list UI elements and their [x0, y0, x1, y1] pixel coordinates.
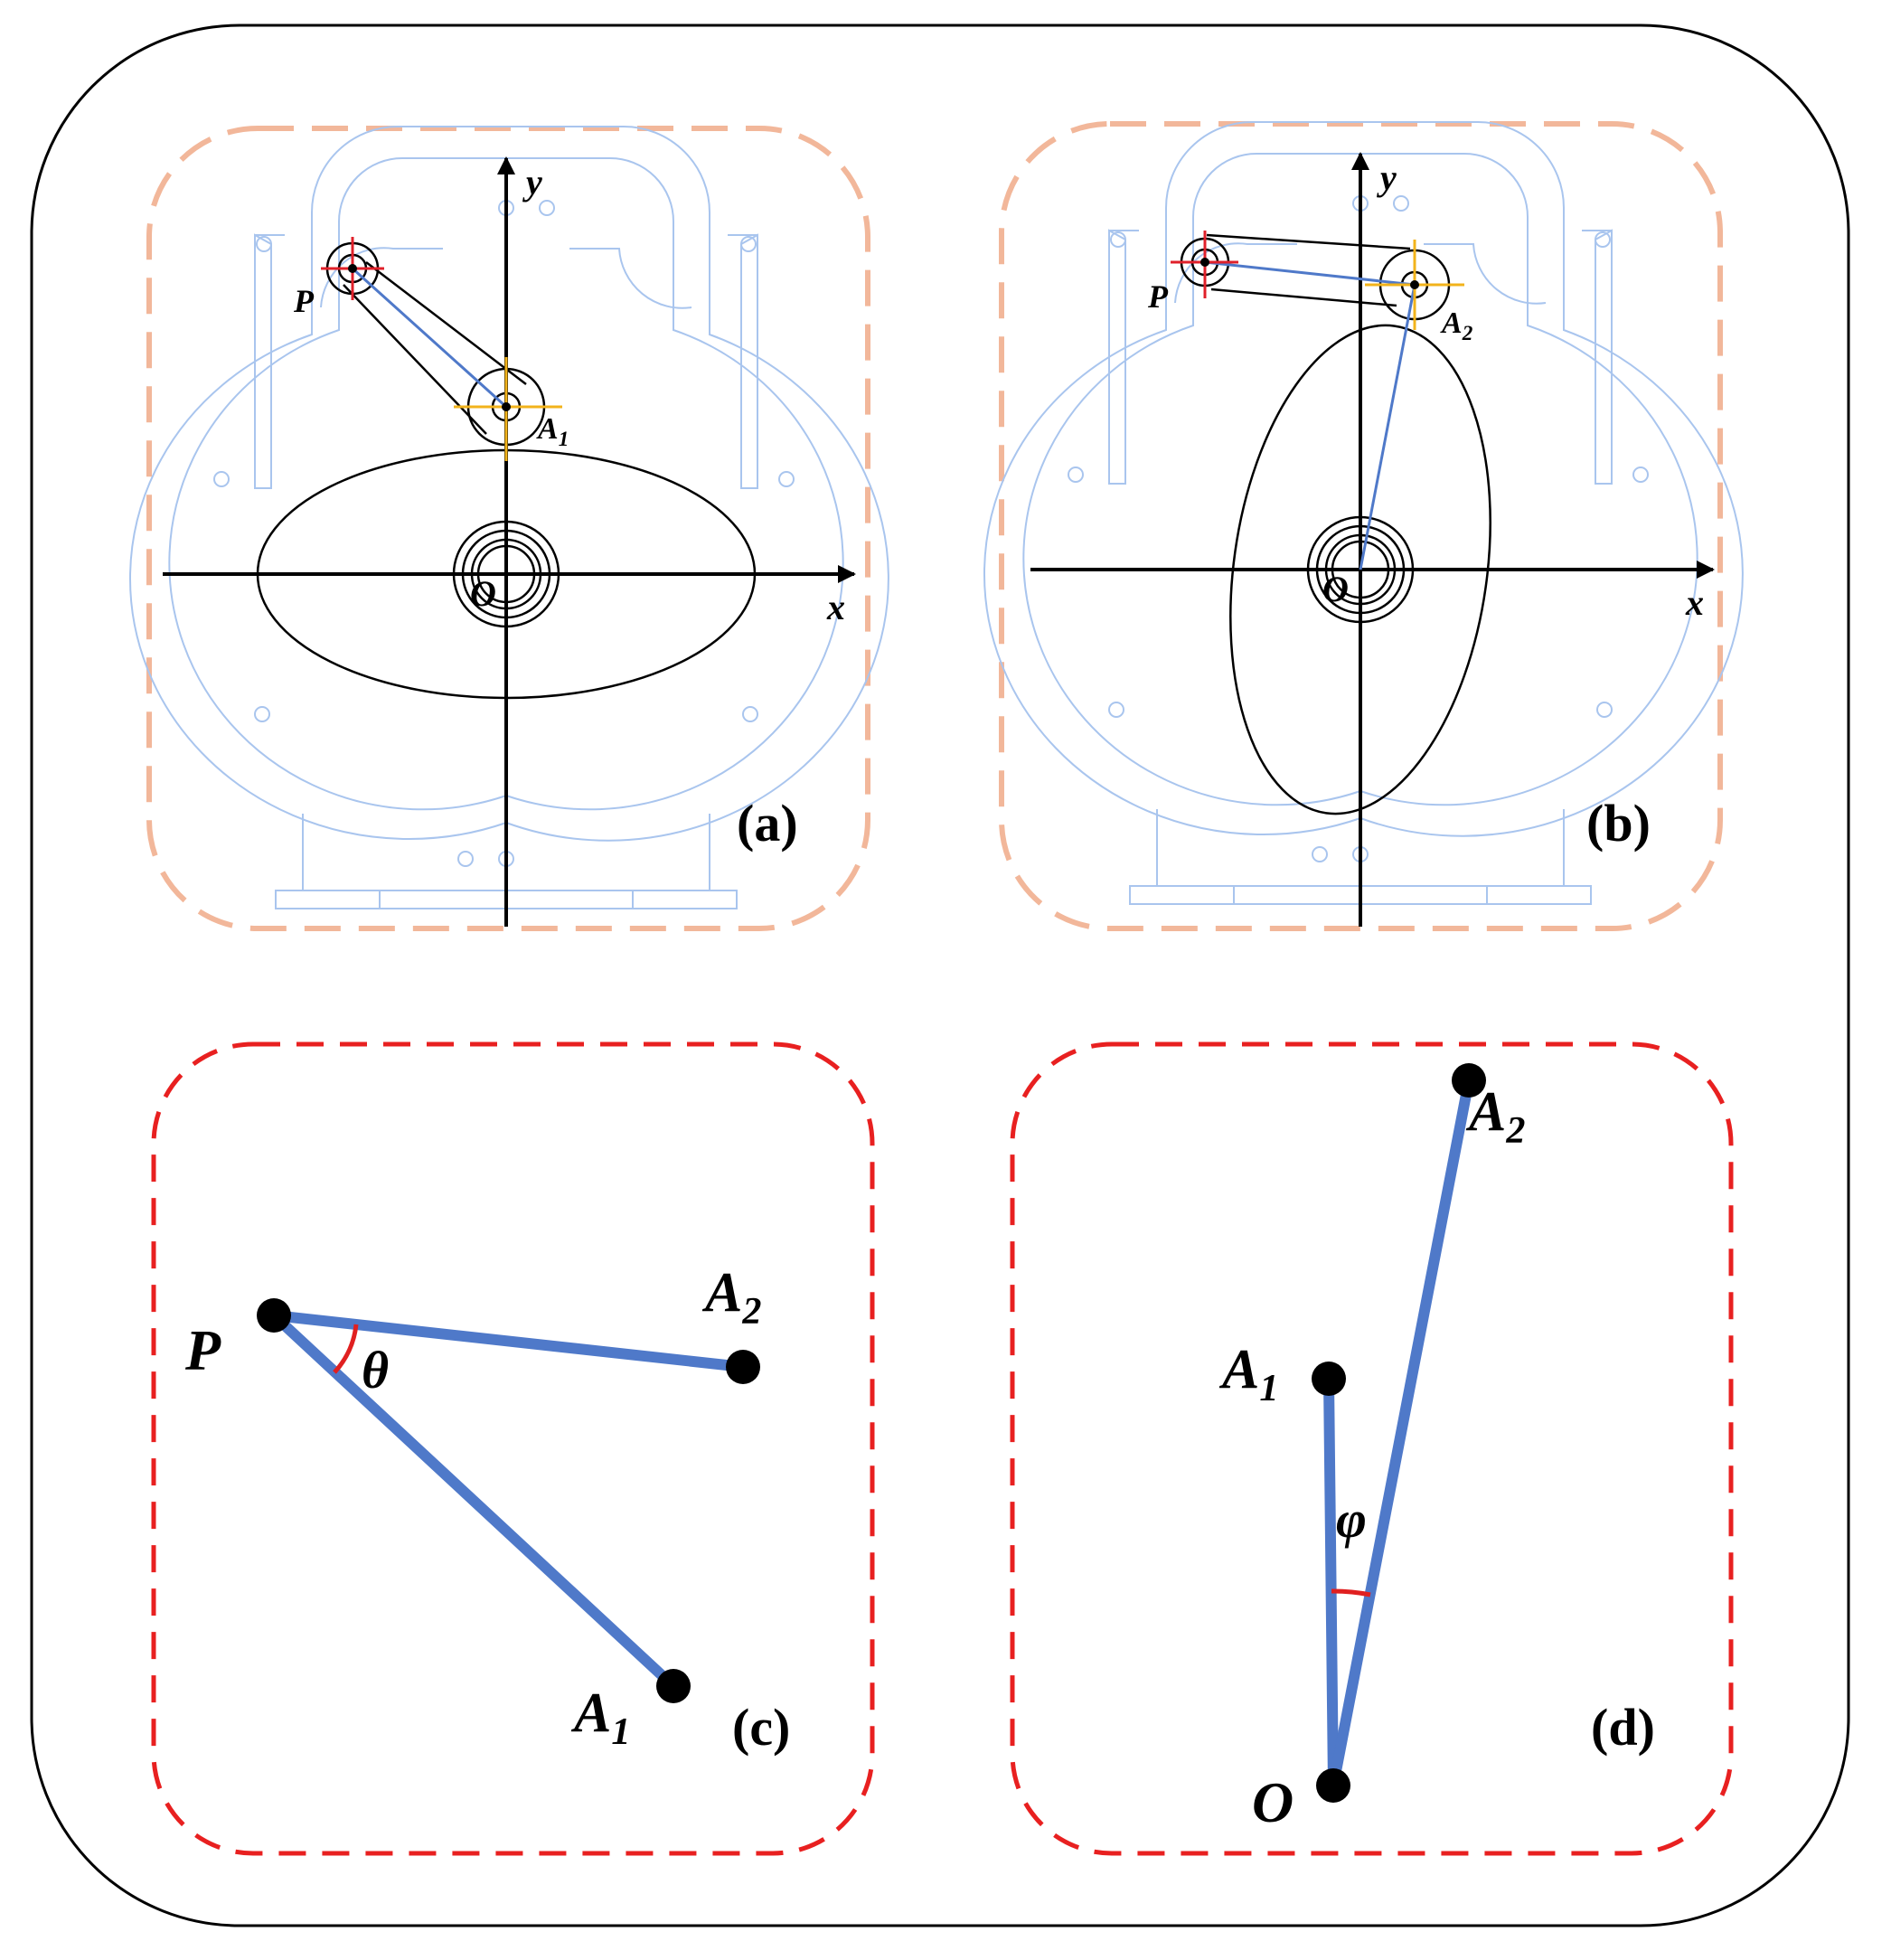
panel-d: φ A1 A2 O (d)	[1010, 1041, 1734, 1856]
panel-tag-d: (d)	[1591, 1698, 1655, 1757]
label-a2: A2	[1465, 1081, 1525, 1152]
label-p: P	[293, 283, 315, 319]
angle-phi-arc	[1331, 1588, 1371, 1597]
label-p: P	[184, 1318, 221, 1382]
label-a1: A1	[536, 412, 569, 451]
point-a2-dot	[1410, 280, 1419, 289]
panel-d-frame	[1010, 1041, 1734, 1856]
point-p	[257, 1298, 291, 1333]
segment-p-a1	[268, 1310, 679, 1691]
angle-theta-arc	[333, 1324, 359, 1374]
point-o	[1316, 1768, 1350, 1803]
housing-outline	[983, 121, 1744, 905]
point-a2	[726, 1350, 760, 1384]
panel-b-frame	[999, 121, 1723, 931]
link-outline-top	[1206, 233, 1411, 250]
label-x-axis: x	[1685, 582, 1704, 623]
segment-o-a2	[1328, 1075, 1474, 1791]
point-a1	[1312, 1362, 1346, 1396]
label-a2: A2	[1440, 306, 1473, 345]
link-outline-bottom	[1210, 287, 1397, 307]
point-p-dot	[1200, 258, 1209, 267]
label-a2: A2	[701, 1262, 761, 1333]
point-a1	[656, 1669, 691, 1703]
point-p-dot	[348, 264, 357, 273]
panel-a: y x P A1 O (a)	[128, 126, 889, 931]
label-a1: A1	[1218, 1339, 1278, 1409]
label-y-axis: y	[1377, 157, 1397, 198]
panel-c: P θ A2 A1 (c)	[151, 1041, 875, 1856]
panel-c-frame	[151, 1041, 875, 1856]
link-outline-bottom	[343, 284, 487, 435]
label-origin: O	[470, 573, 496, 614]
housing-outline	[128, 126, 889, 909]
segment-p-a2	[268, 1310, 748, 1372]
point-a1-dot	[502, 402, 511, 411]
panel-b: y x P A2 O (b)	[983, 121, 1744, 931]
label-a1: A1	[570, 1682, 630, 1753]
link-outline-top	[365, 261, 527, 385]
link-p-a	[1204, 260, 1416, 287]
link-p-a	[351, 267, 508, 409]
segment-o-a1	[1323, 1373, 1339, 1791]
label-y-axis: y	[522, 162, 542, 203]
label-theta: θ	[362, 1341, 389, 1399]
panel-tag-c: (c)	[732, 1698, 790, 1757]
link-o-a	[1359, 284, 1416, 570]
panel-tag-b: (b)	[1586, 794, 1651, 853]
panel-a-frame	[146, 126, 870, 931]
label-p: P	[1147, 278, 1169, 315]
panel-tag-a: (a)	[737, 794, 798, 853]
ellipse-tilted	[1229, 324, 1491, 815]
label-o: O	[1252, 1770, 1294, 1834]
point-a2	[1452, 1063, 1486, 1098]
outer-frame	[30, 24, 1850, 1927]
label-x-axis: x	[826, 587, 845, 627]
label-phi: φ	[1336, 1490, 1367, 1549]
label-origin: O	[1322, 569, 1349, 609]
